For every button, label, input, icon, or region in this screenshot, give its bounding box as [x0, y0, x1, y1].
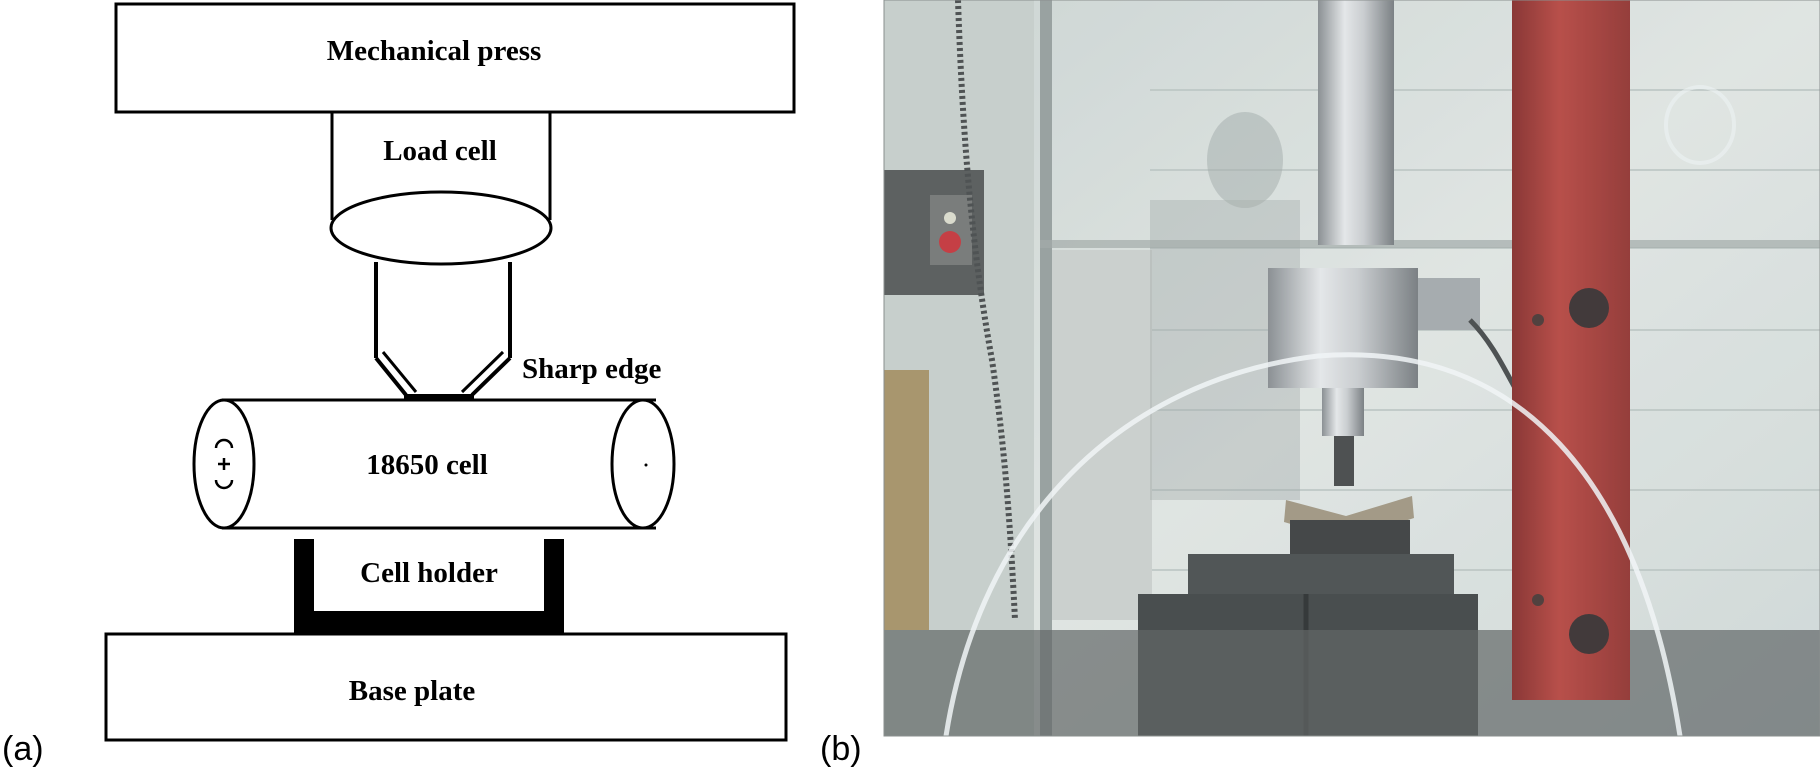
load-cell-label: Load cell [383, 135, 497, 167]
glass-crossbar [1040, 240, 1820, 248]
cell-terminal-mark [214, 438, 234, 490]
panel-a-tag: (a) [2, 730, 44, 768]
indenter-shaft [1322, 388, 1364, 436]
cell-label: 18650 cell [366, 449, 488, 481]
mechanical-press-label: Mechanical press [327, 35, 542, 67]
panel-b-tag: (b) [820, 730, 862, 768]
load-cell-body [1268, 268, 1418, 388]
photograph-panel [884, 0, 1820, 736]
frame-hole-4 [1532, 594, 1544, 606]
indenter-tip-left [374, 356, 408, 397]
mechanical-press-box [114, 2, 796, 114]
indenter-tip [1334, 436, 1354, 486]
coiled-cable [955, 0, 1018, 621]
frame-hole-1 [1569, 288, 1609, 328]
press-ram [1318, 0, 1394, 245]
indenter-tip-right-inner [460, 350, 505, 394]
schematic-panel: Mechanical press Load cell Sharp edge 18… [104, 2, 796, 742]
emergency-stop-button [939, 231, 961, 253]
glass-sheen [884, 0, 1820, 736]
indenter-tip-left-inner [381, 351, 418, 393]
wooden-board [884, 370, 929, 630]
load-cell-bottom-ellipse [329, 190, 553, 266]
cell-right-end [610, 398, 676, 530]
glass-reflection-arc [943, 352, 1683, 736]
emergency-stop [930, 195, 972, 265]
photo-border [883, 0, 1820, 737]
red-frame-column [1512, 0, 1630, 700]
glass-reflection-spot [1664, 85, 1736, 165]
fixture-base-plate [1188, 554, 1454, 594]
cell-right-dot [644, 463, 648, 467]
operator-shadow-head [1207, 112, 1283, 208]
cell-holder-inner [314, 539, 544, 611]
perforated-panel [1052, 250, 1152, 620]
cell-holder-label: Cell holder [360, 557, 498, 589]
glass-frame-left [1040, 0, 1052, 736]
sharp-edge-label: Sharp edge [522, 353, 662, 385]
frame-hole-3 [1532, 314, 1544, 326]
indenter-tip-right [470, 356, 512, 397]
base-plate-box [104, 632, 788, 742]
base-plate-label: Base plate [349, 675, 476, 707]
frame-hole-2 [1569, 614, 1609, 654]
